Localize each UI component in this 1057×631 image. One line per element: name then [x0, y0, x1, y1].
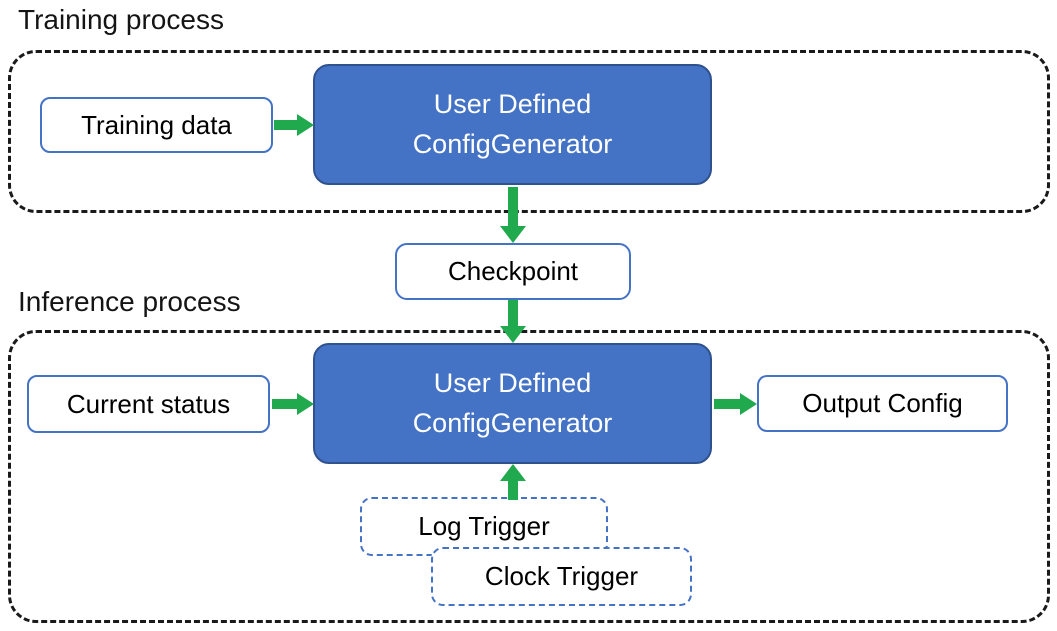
checkpoint-box: Checkpoint — [395, 243, 631, 300]
arrow-shaft — [272, 399, 297, 409]
arrow-training-data-to-generator — [274, 114, 314, 136]
inference-process-container — [8, 330, 1050, 623]
arrow-shaft — [274, 120, 297, 130]
arrow-head-icon — [500, 464, 526, 481]
current-status-label: Current status — [66, 388, 231, 419]
training-config-generator-node: User Defined ConfigGenerator — [313, 64, 712, 185]
output-config-box: Output Config — [757, 375, 1008, 432]
arrow-triggers-to-generator — [500, 464, 526, 500]
log-trigger-box: Log Trigger — [360, 497, 608, 556]
inference-generator-line1: User Defined — [433, 368, 592, 399]
arrow-shaft — [508, 187, 518, 226]
training-generator-line2: ConfigGenerator — [412, 128, 613, 159]
arrow-head-icon — [297, 114, 314, 136]
clock-trigger-box: Clock Trigger — [431, 547, 692, 606]
arrow-checkpoint-to-inference-generator — [500, 300, 526, 343]
clock-trigger-label: Clock Trigger — [484, 561, 639, 591]
output-config-label: Output Config — [802, 388, 963, 418]
arrow-head-icon — [500, 326, 526, 343]
inference-section-label: Inference process — [18, 286, 241, 317]
arrow-shaft — [508, 481, 518, 500]
arrow-shaft — [508, 300, 518, 326]
training-data-label: Training data — [81, 109, 232, 140]
current-status-box: Current status — [27, 375, 270, 433]
inference-generator-line2: ConfigGenerator — [412, 407, 613, 438]
arrow-shaft — [714, 399, 740, 409]
log-trigger-label: Log Trigger — [418, 511, 550, 541]
training-data-box: Training data — [40, 97, 273, 153]
arrow-head-icon — [740, 393, 757, 415]
checkpoint-label: Checkpoint — [447, 256, 579, 286]
training-section-label: Training process — [18, 4, 224, 35]
arrow-generator-to-checkpoint — [500, 187, 526, 243]
arrow-head-icon — [500, 226, 526, 243]
arrow-current-status-to-generator — [272, 393, 314, 415]
arrow-generator-to-output-config — [714, 393, 757, 415]
training-generator-line1: User Defined — [433, 89, 592, 120]
arrow-head-icon — [297, 393, 314, 415]
training-process-container — [8, 50, 1050, 213]
inference-config-generator-node: User Defined ConfigGenerator — [313, 343, 712, 464]
